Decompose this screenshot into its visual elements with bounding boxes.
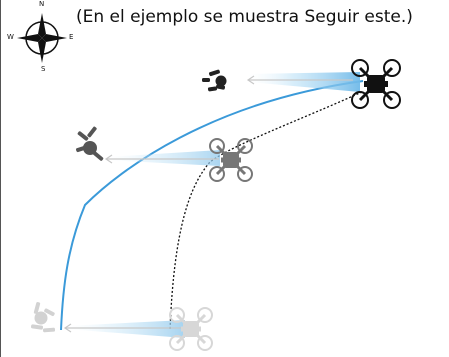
drone-icon-current xyxy=(351,59,401,109)
drone-icon-bottom xyxy=(169,307,213,351)
top-view-beam xyxy=(248,72,360,92)
drone-path xyxy=(169,91,363,331)
drone-icon-middle xyxy=(209,138,253,182)
left-border xyxy=(0,0,1,357)
bottom-view-arrow xyxy=(63,323,183,333)
bottom-view-beam xyxy=(65,320,185,338)
middle-view-arrow xyxy=(104,154,219,164)
person-icon-bottom xyxy=(30,302,56,333)
compass-west-label: W xyxy=(7,33,14,41)
top-view-arrow xyxy=(246,75,353,85)
compass-east-label: E xyxy=(69,33,74,41)
person-icon-current xyxy=(202,69,227,92)
caption: (En el ejemplo se muestra Seguir este.) xyxy=(76,7,413,27)
person-icon-middle xyxy=(76,126,104,161)
compass-icon xyxy=(17,13,67,63)
compass-north-label: N xyxy=(39,0,45,8)
middle-view-beam xyxy=(106,150,220,166)
subject-path xyxy=(60,80,364,331)
compass-south-label: S xyxy=(41,65,46,73)
